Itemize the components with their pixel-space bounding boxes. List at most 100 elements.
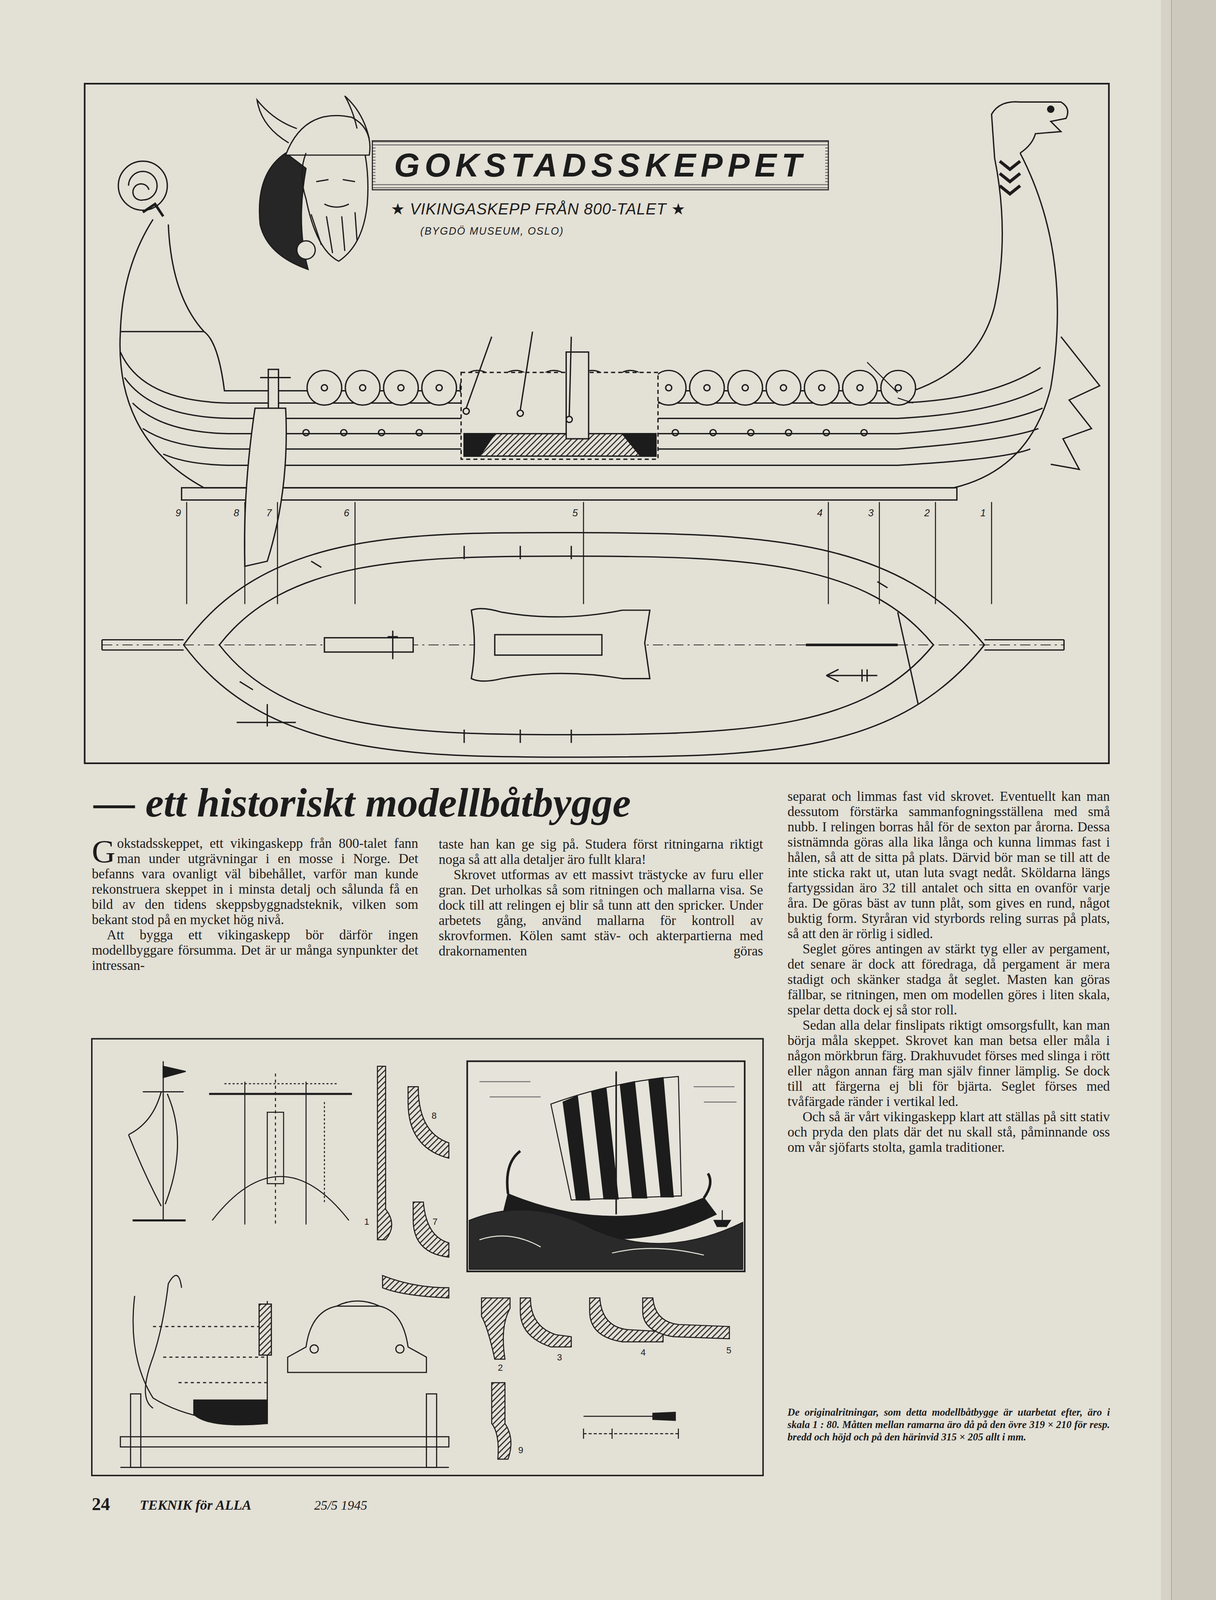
cutaway-section-part [461,372,659,459]
station-lines-part [878,501,880,604]
oar-holes-part [861,429,868,436]
cutaway-section-part [464,433,656,456]
stem-profile-drawing-part [259,1303,272,1355]
oar-holes-part [378,429,385,436]
ship-at-sea-picture-part [479,1235,704,1255]
stand-drawing-part [120,1436,449,1447]
station-number: 2 [924,507,930,519]
magazine-name: TEKNIK för ALLA [139,1495,252,1514]
template-number: 4 [640,1346,646,1358]
mast-trestle-drawing-part [208,1092,352,1095]
text-column: Gokstadsskeppet, ett vikingaskepp från 8… [91,835,419,973]
ship-at-sea-picture-part [713,1209,731,1227]
page-number: 24 [91,1493,111,1515]
mast-trestle-drawing-part [274,1072,276,1224]
station-number: 9 [175,507,181,519]
shield-boss-part [397,384,404,391]
title-banner-part [372,140,829,190]
ship-side-view-part [1050,336,1100,470]
viking-head-part [344,96,369,139]
viking-head-part [311,212,357,254]
ship-plan-view-part [219,556,934,735]
rig-drawing-part [163,1065,186,1078]
ship-side-view-part [142,204,163,217]
cross-piece-drawing-part [309,1344,319,1353]
hull-templates-part [491,1382,512,1459]
article-paragraph: Skrovet utformas av ett massivt trästyck… [438,866,763,959]
oar-drawing [583,1411,679,1439]
ship-side-view-part [120,219,153,332]
shield-boss-part [895,384,902,391]
museum-note: (BYGDÖ MUSEUM, OSLO) [420,224,564,238]
ship-side-view-part [168,224,205,332]
stand-drawing-part [426,1393,437,1467]
shield-boss-part [665,384,672,391]
shield-row-part [880,370,916,405]
stand-drawing-part [120,1466,449,1468]
cross-piece-drawing-part [287,1305,427,1372]
article-heading: — ett historiskt modellbåtbygge [93,779,632,826]
oar-holes-part [823,429,830,436]
ship-at-sea-picture-part [469,1209,743,1269]
station-lines-part [186,501,188,604]
station-number: 3 [868,507,874,519]
ship-side-view-part [867,361,914,403]
mast-trestle-drawing-part [212,1176,350,1220]
oar-holes-part [340,429,348,436]
station-lines-part [244,501,246,604]
steering-oar-part [268,369,279,411]
ship-plan-view [101,532,1064,757]
stem-profile-drawing-part [193,1399,268,1425]
oar-holes-part [709,429,716,436]
scale-note: De originalritningar, som detta modellbå… [787,1405,1111,1443]
cross-piece-drawing-part [395,1344,404,1353]
template-number: 2 [497,1361,503,1373]
oar-drawing-part [583,1432,679,1434]
mast-trestle-drawing-part [244,1081,246,1224]
station-number: 7 [266,507,272,519]
template-number: 3 [556,1351,562,1363]
rig-drawing-part [162,1060,165,1220]
article-paragraph: Sedan alla delar finslipats riktigt omso… [787,1017,1111,1109]
ship-plan-view-part [387,630,398,659]
text-column: separat och limmas fast vid skrovet. Eve… [787,788,1111,1155]
oar-holes-part [747,429,754,436]
stem-profile-drawing [133,1274,272,1425]
station-lines-part [277,501,278,604]
station-number: 5 [572,507,578,519]
shield-row-part [689,370,725,405]
hull-templates-part [413,1201,449,1257]
stand-drawing [120,1393,449,1467]
issue-date: 25/5 1945 [314,1495,368,1514]
shield-row-part [804,370,839,405]
ship-plan-view-part [324,637,414,653]
oar-drawing-part [583,1415,653,1416]
article-paragraph: Gokstadsskeppet, ett vikingaskepp från 8… [91,835,419,928]
shield-row-part [842,370,878,405]
article-paragraph: taste han kan ge sig på. Studera först r… [438,836,763,867]
template-number: 7 [432,1216,438,1227]
ship-side-view-part [128,171,158,201]
drawing-frame-part [84,83,1109,763]
oar-holes-part [302,429,310,436]
station-lines [186,501,992,604]
ship-plan-view-part [183,532,985,757]
shield-boss-part [321,384,328,391]
shield-row-part [727,370,763,405]
cross-piece-drawing-part [336,1300,380,1306]
shield-boss-part [704,384,711,391]
page-fold-part [1171,0,1216,1600]
oar-holes-part [785,429,792,436]
station-number: 4 [816,507,823,519]
ship-side-view [118,101,1100,567]
title-banner [372,140,829,190]
station-lines-part [934,501,936,604]
ship-plan-view-part [464,545,572,743]
title-lettering: GOKSTADSSKEPPET [375,146,826,184]
template-number: 9 [518,1444,524,1456]
steering-oar-part [244,408,287,567]
drawing-frame-part [91,1038,763,1475]
shield-row-part [307,370,342,405]
page-fold [1160,0,1216,1600]
